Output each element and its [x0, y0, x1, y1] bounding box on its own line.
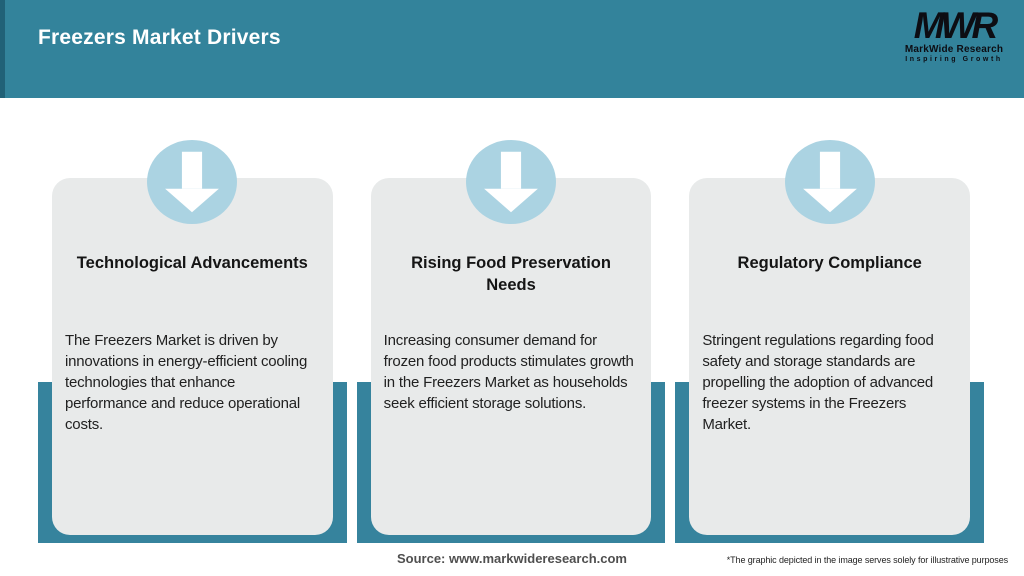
- card-title: Technological Advancements: [76, 254, 308, 272]
- markwide-research-logo: MWR MarkWide Research Inspiring Growth: [899, 5, 1009, 63]
- driver-card-rising-food-preservation-needs: Rising Food Preservation Needs Increasin…: [356, 140, 666, 543]
- down-arrow-icon: [784, 140, 875, 224]
- header-band: Freezers Market Drivers MWR MarkWide Res…: [0, 0, 1024, 98]
- page-title: Freezers Market Drivers: [38, 26, 281, 49]
- driver-card-regulatory-compliance: Regulatory Compliance Stringent regulati…: [675, 140, 985, 543]
- header-accent-strip: [0, 0, 5, 98]
- card-title: Regulatory Compliance: [737, 254, 922, 272]
- source-text: Source: www.markwideresearch.com: [396, 551, 627, 566]
- logo-monogram: MWR: [913, 5, 998, 46]
- card-body: Technological Advancements The Freezers …: [52, 178, 333, 535]
- logo-name: MarkWide Research: [904, 44, 1004, 55]
- card-title: Rising Food Preservation Needs: [411, 254, 611, 294]
- drivers-card-row: Technological Advancements The Freezers …: [38, 140, 985, 543]
- down-arrow-icon: [466, 140, 556, 224]
- card-description: Stringent regulations regarding food saf…: [702, 332, 934, 433]
- disclaimer-text: *The graphic depicted in the image serve…: [726, 555, 1008, 565]
- logo-tagline: Inspiring Growth: [905, 56, 1003, 63]
- card-description: The Freezers Market is driven by innovat…: [65, 332, 308, 433]
- down-arrow-icon: [147, 140, 238, 224]
- card-body: Rising Food Preservation Needs Increasin…: [370, 178, 652, 535]
- card-body: Regulatory Compliance Stringent regulati…: [689, 178, 971, 535]
- driver-card-technological-advancements: Technological Advancements The Freezers …: [38, 140, 347, 543]
- card-description: Increasing consumer demand for frozen fo…: [383, 332, 634, 412]
